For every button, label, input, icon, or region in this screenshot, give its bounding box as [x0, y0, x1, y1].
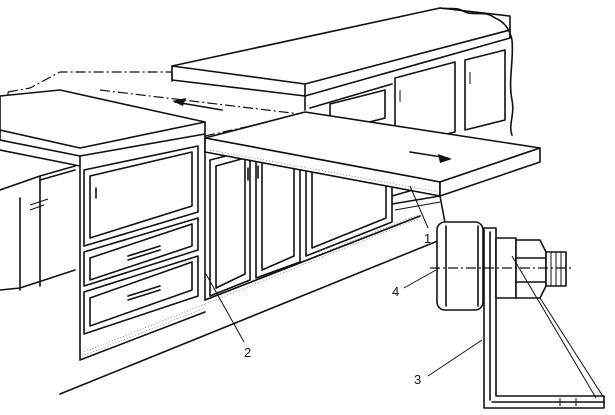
- nut: [515, 239, 547, 299]
- leader-lines: [205, 185, 605, 399]
- callout-2: 2: [244, 345, 251, 360]
- roller: [436, 221, 484, 311]
- front-base-cabinet: [0, 89, 446, 395]
- rear-cabinet-run: [171, 7, 514, 147]
- arrow-right-head: [438, 154, 452, 163]
- guide-rail: [391, 195, 447, 229]
- callout-4: 4: [392, 284, 399, 299]
- callout-3: 3: [414, 372, 421, 387]
- sliding-worktop: [172, 98, 541, 197]
- callout-1: 1: [424, 231, 431, 246]
- roller-bolt-detail: [430, 221, 605, 409]
- arrow-left-head: [172, 98, 186, 106]
- middle-cabinet-run: [204, 139, 421, 301]
